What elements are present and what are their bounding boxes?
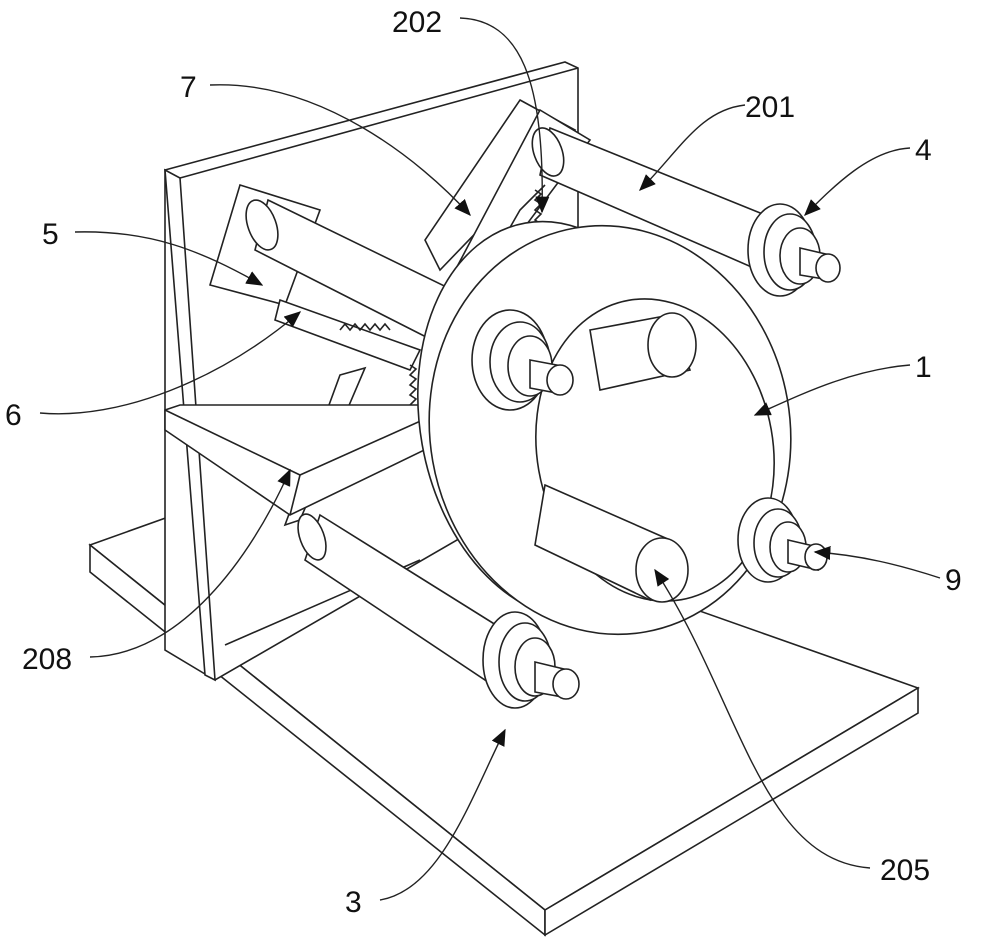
label-3: 3 (345, 886, 362, 919)
label-7: 7 (180, 71, 197, 104)
label-208: 208 (22, 643, 72, 676)
label-205: 205 (880, 854, 930, 887)
knob-right-lower (738, 498, 827, 582)
label-1: 1 (915, 351, 932, 384)
knob-upper-right (748, 204, 840, 296)
label-9: 9 (945, 564, 962, 597)
label-202: 202 (392, 6, 442, 39)
label-201: 201 (745, 91, 795, 124)
label-4: 4 (915, 134, 932, 167)
label-5: 5 (42, 218, 59, 251)
label-6: 6 (5, 399, 22, 432)
